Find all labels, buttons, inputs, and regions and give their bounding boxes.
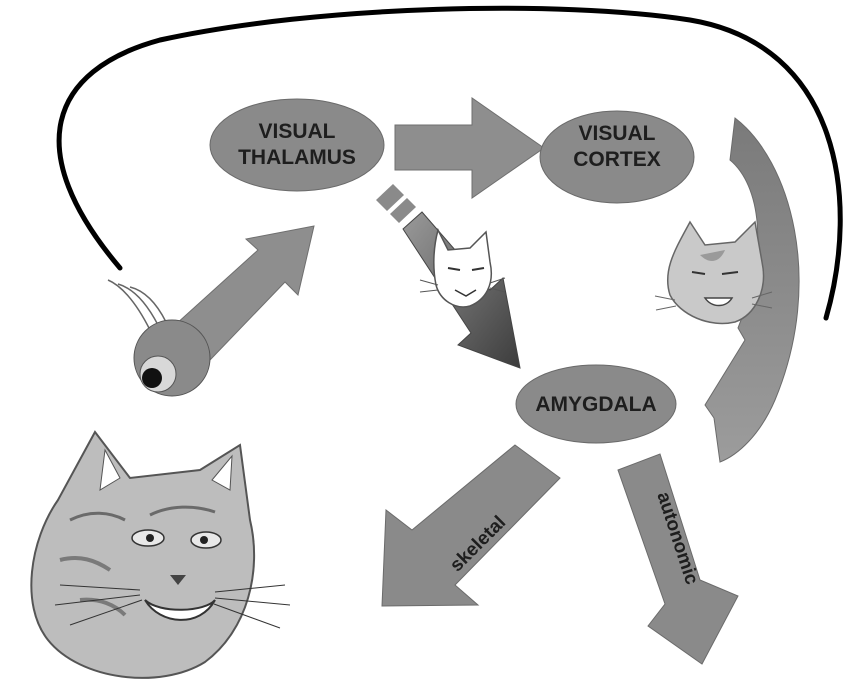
eye-icon — [107, 279, 211, 397]
cortex-label-line1: VISUAL — [578, 122, 655, 145]
eye-to-thalamus-arrow — [174, 225, 315, 361]
thalamus-label-line2: THALAMUS — [238, 146, 356, 169]
amygdala-node: AMYGDALA — [515, 364, 677, 444]
thalamus-label-line1: VISUAL — [258, 120, 335, 143]
thalamus-to-cortex-arrow — [394, 97, 545, 199]
cat-face-icon — [654, 220, 773, 325]
autonomic-arrow — [617, 453, 739, 665]
visual-cortex-node: VISUAL CORTEX — [539, 110, 695, 204]
cat-face-icon — [30, 430, 291, 679]
skeletal-arrow — [381, 444, 561, 607]
cortex-label-line2: CORTEX — [573, 148, 661, 171]
cat-face-icon — [419, 227, 506, 308]
visual-thalamus-node: VISUAL THALAMUS — [209, 98, 385, 192]
amygdala-label: AMYGDALA — [535, 393, 656, 416]
feedback-loop-curve — [56, 5, 843, 321]
